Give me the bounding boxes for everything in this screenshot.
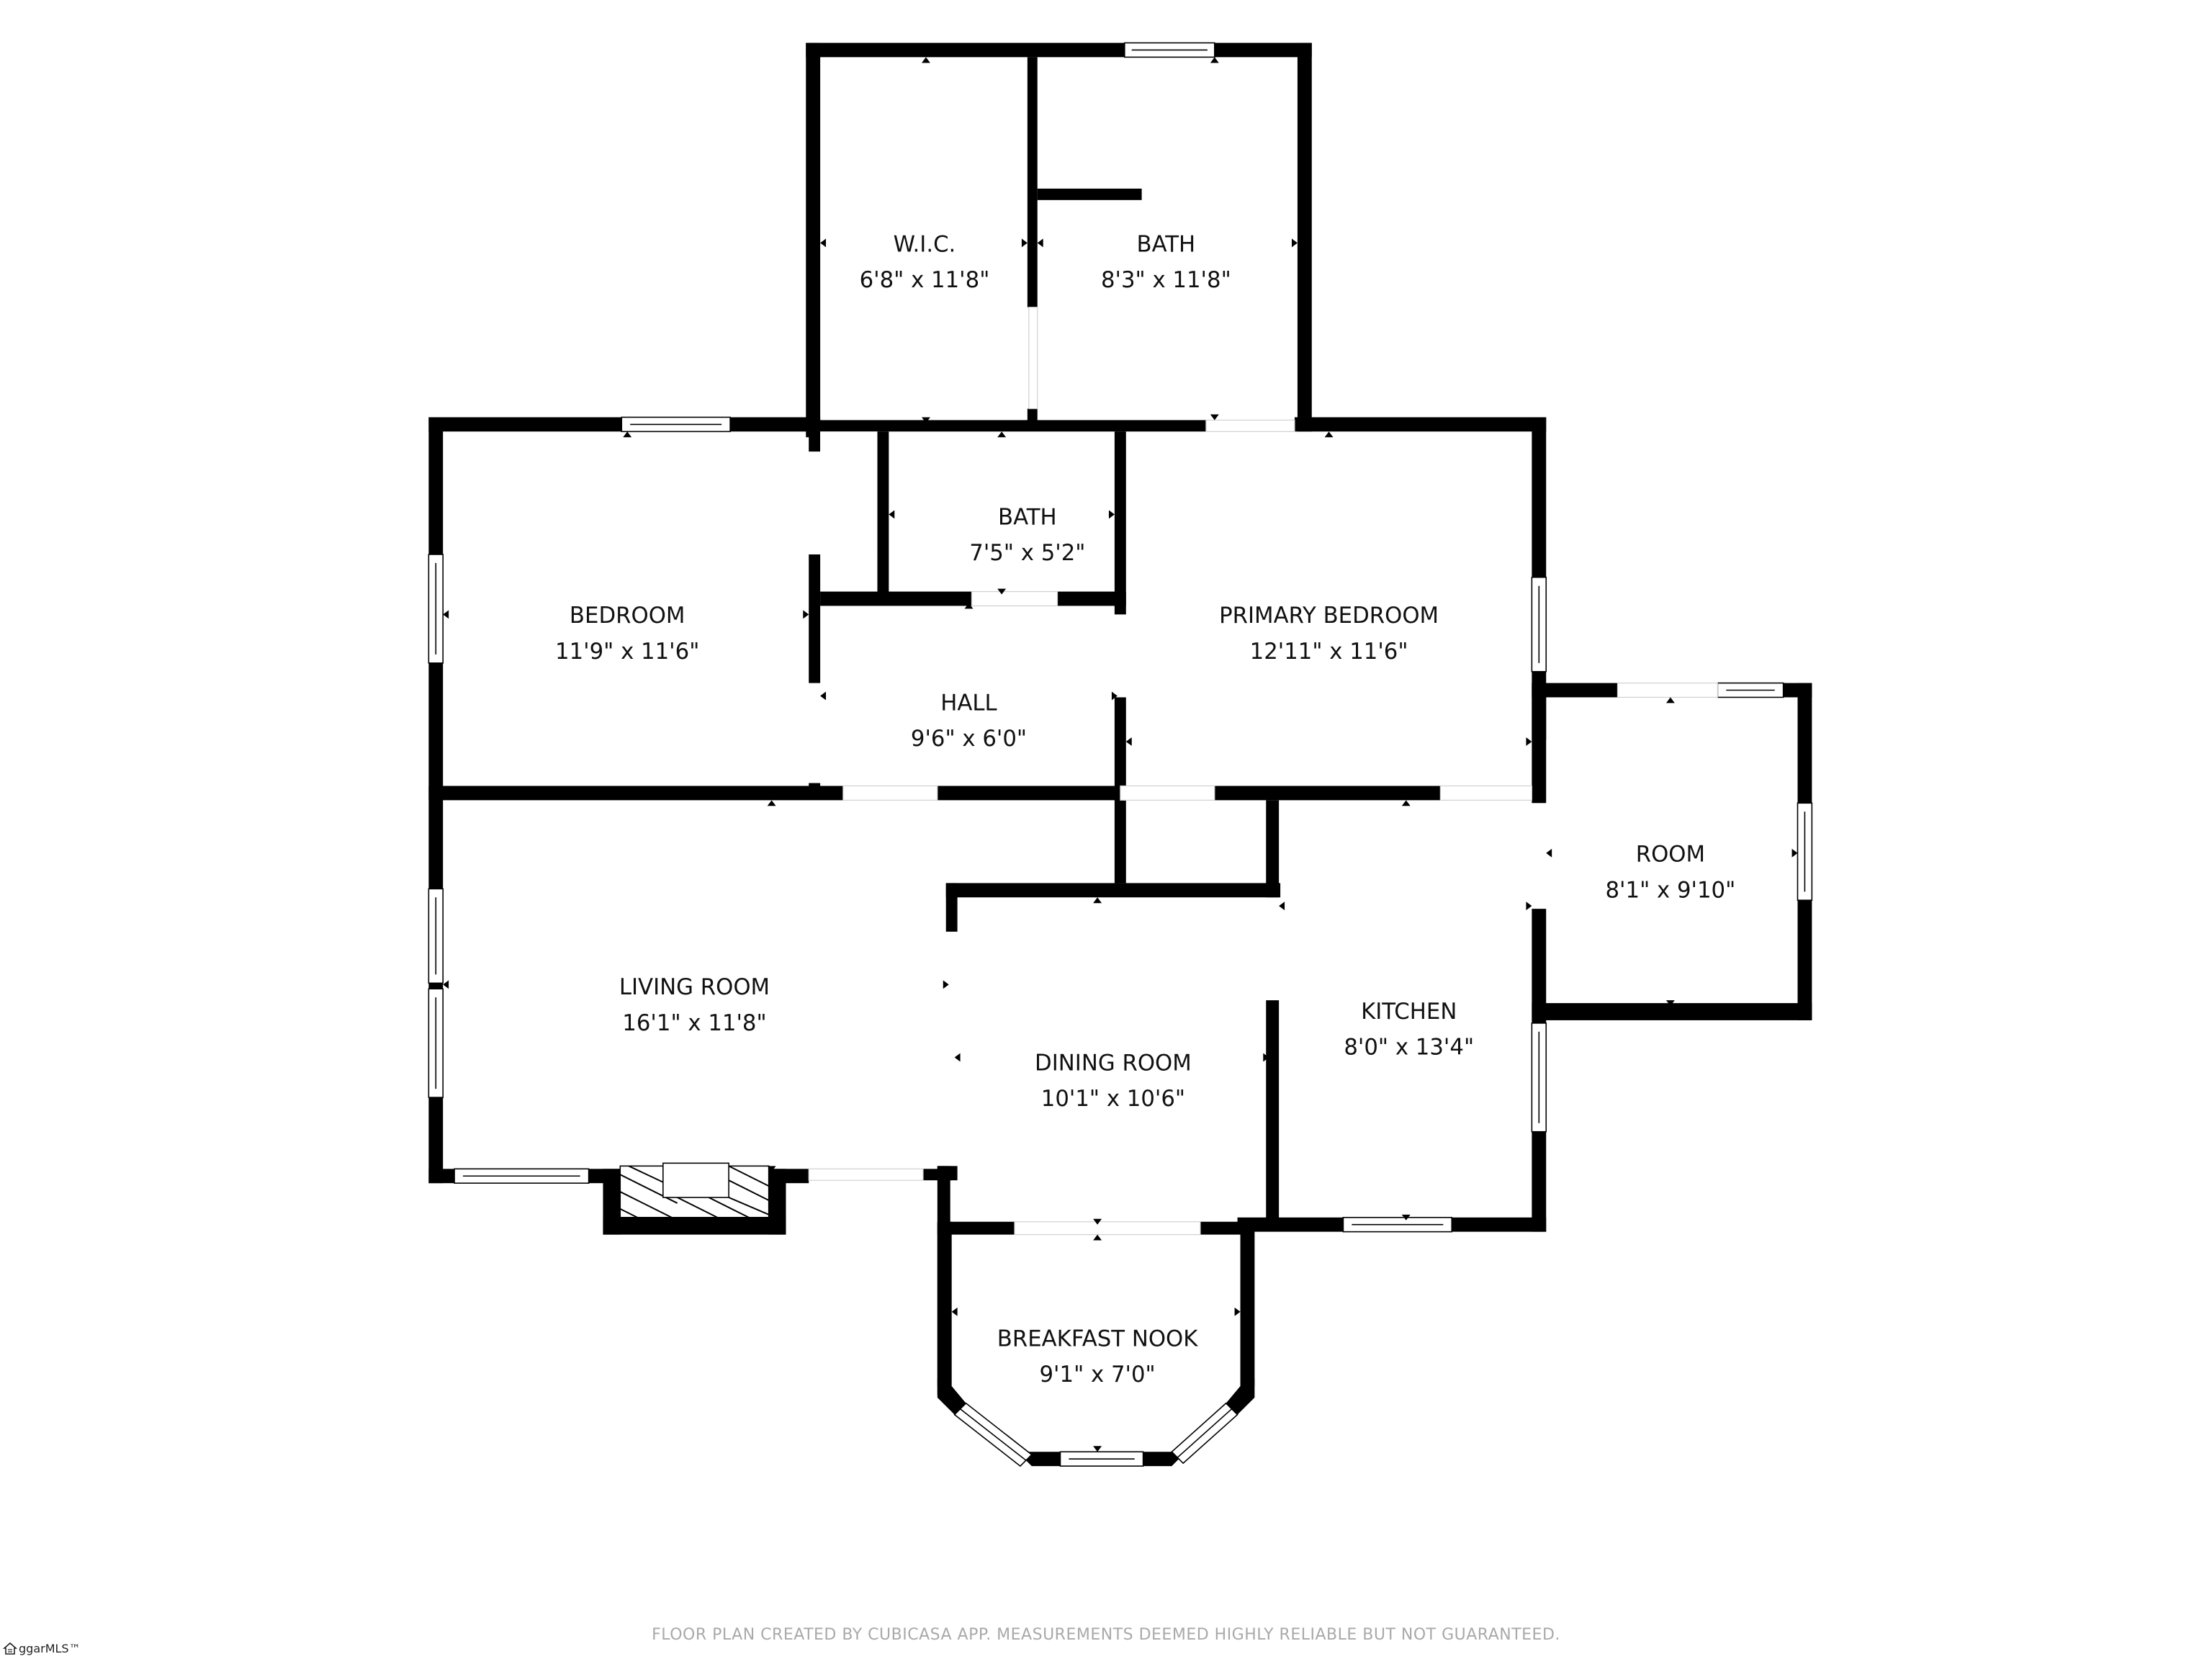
room-living-room: LIVING ROOM 16'1" x 11'8": [619, 974, 770, 1036]
room-dining-room: DINING ROOM 10'1" x 10'6": [1035, 1050, 1192, 1112]
room-name: PRIMARY BEDROOM: [1219, 603, 1439, 629]
room-dimensions: 9'6" x 6'0": [911, 726, 1027, 752]
room-bedroom: BEDROOM 11'9" x 11'6": [555, 603, 699, 665]
walls: [428, 42, 1812, 1467]
room-name: W.I.C.: [894, 231, 956, 257]
mls-watermark-text: ggarMLS™: [19, 1641, 81, 1655]
door-openings: [808, 307, 1718, 1236]
room-name: ROOM: [1636, 842, 1705, 868]
room-dimensions: 9'1" x 7'0": [1039, 1362, 1155, 1388]
room-dimensions: 16'1" x 11'8": [622, 1010, 766, 1036]
room-bath-upper: BATH 8'3" x 11'8": [1101, 231, 1231, 293]
fireplace: [619, 1162, 770, 1218]
room-dimensions: 8'3" x 11'8": [1101, 267, 1231, 293]
room-hall: HALL 9'6" x 6'0": [911, 690, 1027, 752]
room-name: LIVING ROOM: [619, 974, 770, 1000]
room-primary-bedroom: PRIMARY BEDROOM 12'11" x 11'6": [1219, 603, 1439, 665]
room-bath-small: BATH 7'5" x 5'2": [969, 504, 1085, 566]
room-wic: W.I.C. 6'8" x 11'8": [860, 231, 990, 293]
windows: [428, 42, 1813, 1467]
dimension-ticks: [443, 57, 1798, 1452]
room-room: ROOM 8'1" x 9'10": [1605, 842, 1735, 904]
room-name: BATH: [1137, 231, 1196, 257]
disclaimer-text: FLOOR PLAN CREATED BY CUBICASA APP. MEAS…: [652, 1626, 1560, 1644]
room-name: HALL: [940, 690, 997, 716]
mls-watermark: ggarMLS™: [3, 1640, 81, 1656]
room-dimensions: 11'9" x 11'6": [555, 639, 699, 665]
room-kitchen: KITCHEN 8'0" x 13'4": [1344, 999, 1474, 1061]
room-name: KITCHEN: [1361, 999, 1457, 1025]
room-name: DINING ROOM: [1035, 1050, 1192, 1076]
room-dimensions: 8'1" x 9'10": [1605, 877, 1735, 903]
room-dimensions: 6'8" x 11'8": [860, 267, 990, 293]
room-dimensions: 7'5" x 5'2": [969, 540, 1085, 566]
room-name: BREAKFAST NOOK: [997, 1326, 1198, 1352]
room-name: BEDROOM: [570, 603, 685, 629]
room-dimensions: 10'1" x 10'6": [1041, 1086, 1185, 1112]
room-labels: W.I.C. 6'8" x 11'8" BATH 8'3" x 11'8" BA…: [555, 231, 1735, 1388]
room-name: BATH: [998, 504, 1057, 530]
room-breakfast-nook: BREAKFAST NOOK 9'1" x 7'0": [997, 1326, 1198, 1388]
room-dimensions: 8'0" x 13'4": [1344, 1035, 1474, 1061]
house-icon: [3, 1642, 17, 1655]
room-dimensions: 12'11" x 11'6": [1250, 639, 1408, 665]
